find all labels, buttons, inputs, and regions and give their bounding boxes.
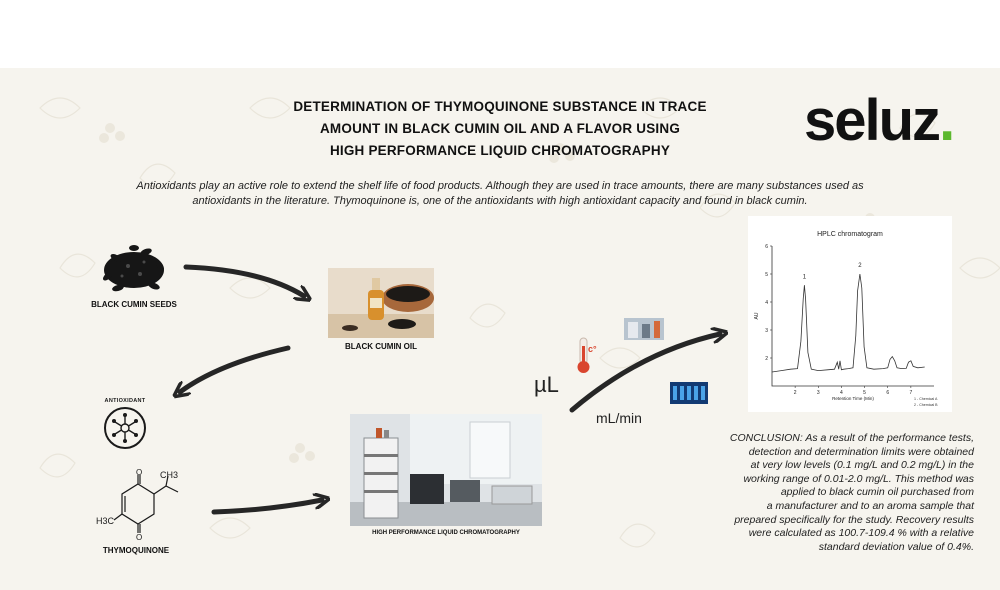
arrow-hplc-to-chromatogram [569,334,720,413]
conclusion-line: a manufacturer and to an aroma sample th… [766,499,974,512]
celsius-label: c° [588,344,597,354]
title-line: HIGH PERFORMANCE LIQUID CHROMATOGRAPHY [329,143,671,158]
flow-rate-label: mL/min [596,410,642,426]
microliter-label: µL [534,372,559,397]
antioxidant-badge-icon [104,407,146,449]
chart-xlabel: Retention Time (Min) [832,396,874,401]
label-oil: BLACK CUMIN OIL [345,342,417,351]
logo-text: seluz [804,88,941,153]
x-tick-label: 4 [840,390,843,396]
y-tick-label: 4 [765,300,768,306]
label-hplc: HIGH PERFORMANCE LIQUID CHROMATOGRAPHY [372,530,520,536]
y-tick-label: 6 [765,244,768,250]
molecule-o-top: O [136,468,143,477]
peak-label: 1 [803,274,807,280]
conclusion-line: applied to black cumin oil purchased fro… [780,486,974,499]
poster-title: DETERMINATION OF THYMOQUINONE SUBSTANCE … [250,96,750,162]
x-tick-label: 6 [886,390,889,396]
chart-ylabel: AU [754,312,760,319]
conclusion-text: CONCLUSION: As a result of the performan… [700,432,974,554]
thermometer-icon [577,337,590,373]
molecule-h3c: H3C [96,516,115,526]
conclusion-line: were calculated as 100.7-109.4 % with a … [748,527,974,540]
hplc-chromatogram-chart: HPLC chromatogram AU Retention Time (Min… [748,216,952,412]
intro-text: Antioxidants play an active role to exte… [136,180,864,207]
logo-dot: . [939,88,955,153]
arrow-thymoquinone-to-hplc [211,500,322,515]
y-tick-label: 5 [765,272,768,278]
arrow-seeds-to-oil [183,264,304,296]
antioxidant-badge-text: ANTIOXIDANT [104,398,146,404]
y-tick-label: 2 [765,356,768,362]
conclusion-line: working range of 0.01-2.0 mg/L. This met… [743,472,974,485]
thymoquinone-structure [113,475,179,533]
conclusion-line: CONCLUSION: As a result of the performan… [729,432,974,444]
black-cumin-oil-photo [328,268,434,338]
label-seeds: BLACK CUMIN SEEDS [91,300,177,309]
conclusion-line: at very low levels (0.1 mg/L and 0.2 mg/… [750,459,974,472]
chart-background [748,216,952,412]
conclusion-line: standard deviation value of 0.4%. [818,540,974,553]
legend-entry: 2 - Chemical B [914,403,938,407]
molecule-o-bottom: O [136,533,143,542]
chart-title: HPLC chromatogram [817,231,883,238]
title-line: AMOUNT IN BLACK CUMIN OIL AND A FLAVOR U… [319,121,681,136]
x-tick-label: 7 [909,390,912,396]
seluz-logo: seluz. [804,86,955,156]
black-cumin-seeds-icon [103,245,164,292]
x-tick-label: 2 [794,390,797,396]
conclusion-line: detection and determination limits were … [748,445,974,458]
y-tick-label: 3 [765,328,768,334]
arrow-oil-to-antioxidant [180,345,291,392]
conclusion-line: prepared specifically for the study. Rec… [734,513,974,526]
chart-axes [771,246,934,387]
lab-sample-photo [624,318,664,340]
molecule-ch3: CH3 [160,470,179,480]
title-line: DETERMINATION OF THYMOQUINONE SUBSTANCE … [293,99,707,114]
label-thymoquinone: THYMOQUINONE [102,546,170,555]
vials-photo [670,382,708,404]
peak-label: 2 [858,263,862,269]
chromatogram-series-line [771,273,925,373]
hplc-instrument-photo [350,414,542,526]
legend-entry: 1 - Chemical A [914,397,938,401]
x-tick-label: 3 [817,390,820,396]
x-tick-label: 5 [863,390,866,396]
